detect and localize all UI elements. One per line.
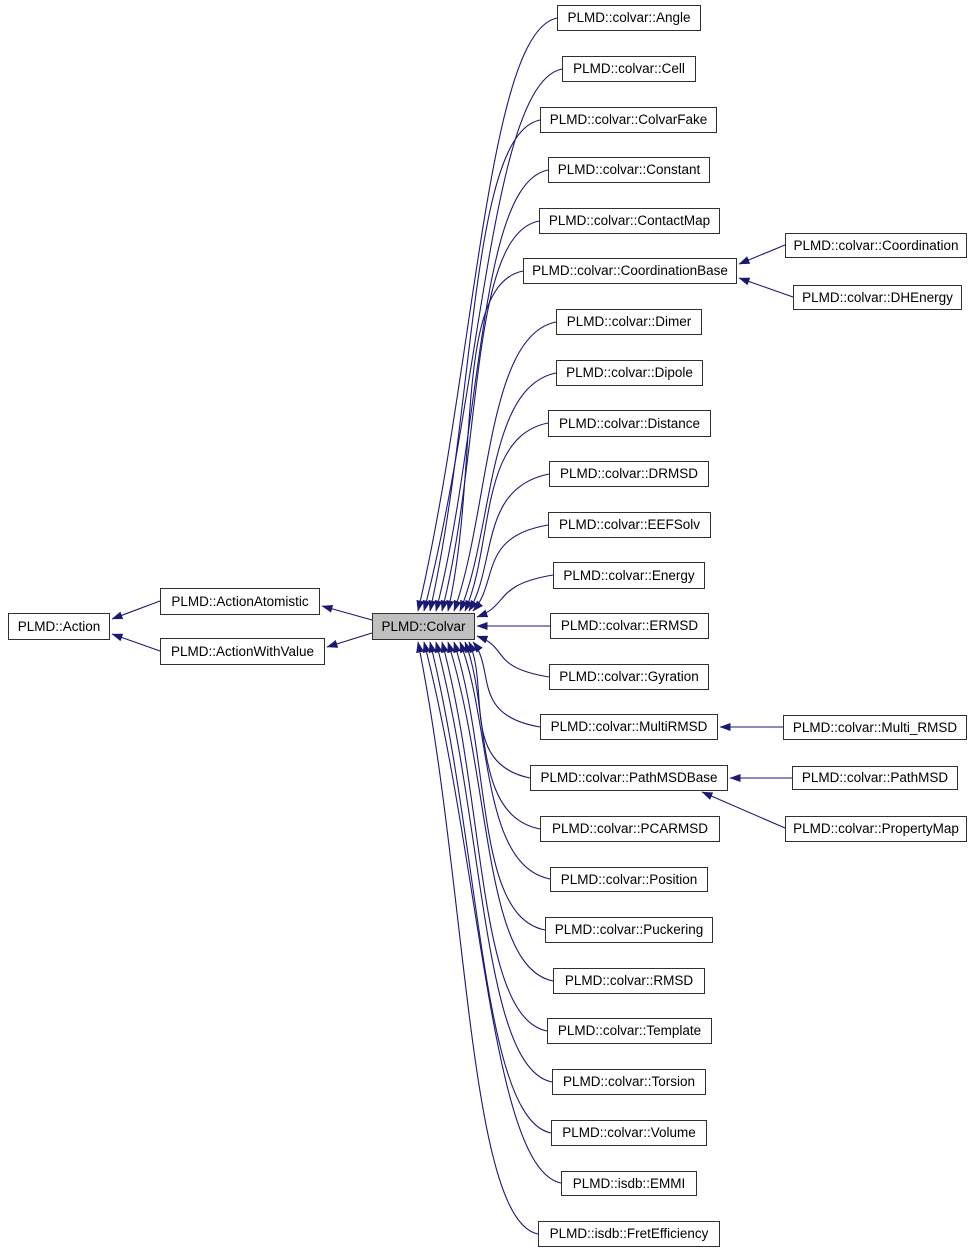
edge-colvarfake-to-colvar (428, 119, 541, 612)
edge-fretefficiency-to-colvar (416, 641, 539, 1235)
edge-actionatomistic-to-action (111, 600, 161, 620)
edge-energy-to-colvar (476, 574, 554, 618)
edge-actionwithvalue-to-action (111, 633, 161, 652)
edge-torsion-to-colvar (434, 641, 553, 1083)
edge-colvar-to-actionatomistic (321, 604, 373, 621)
edge-position-to-colvar (459, 641, 551, 880)
node-energy[interactable]: PLMD::colvar::Energy (553, 562, 705, 589)
node-constant[interactable]: PLMD::colvar::Constant (548, 157, 710, 183)
node-multi-rmsd-base[interactable]: PLMD::colvar::MultiRMSD (540, 714, 718, 740)
node-puckering[interactable]: PLMD::colvar::Puckering (545, 917, 713, 943)
node-pcarmsd[interactable]: PLMD::colvar::PCARMSD (540, 816, 720, 842)
edge-volume-to-colvar (428, 641, 552, 1134)
node-dipole[interactable]: PLMD::colvar::Dipole (556, 360, 703, 386)
edge-angle-to-colvar (416, 17, 558, 612)
edge-drmsd-to-colvar (468, 473, 550, 612)
node-property-map[interactable]: PLMD::colvar::PropertyMap (785, 816, 967, 842)
edge-colvar-to-actionwithvalue (326, 632, 373, 648)
node-torsion[interactable]: PLMD::colvar::Torsion (552, 1069, 706, 1095)
edge-dimer-to-colvar (453, 321, 557, 612)
node-cell[interactable]: PLMD::colvar::Cell (562, 56, 696, 82)
node-contact-map[interactable]: PLMD::colvar::ContactMap (539, 208, 720, 234)
edge-gyration-to-colvar (476, 635, 550, 678)
node-dimer[interactable]: PLMD::colvar::Dimer (556, 309, 702, 335)
node-fret-efficiency[interactable]: PLMD::isdb::FretEfficiency (538, 1221, 720, 1247)
node-gyration[interactable]: PLMD::colvar::Gyration (549, 664, 709, 690)
edge-template-to-colvar (440, 641, 548, 1032)
edge-distance-to-colvar (464, 422, 549, 612)
edge-rmsd-to-colvar (447, 641, 554, 982)
node-path-msd[interactable]: PLMD::colvar::PathMSD (792, 766, 958, 790)
node-multi-rmsd[interactable]: PLMD::colvar::Multi_RMSD (783, 715, 967, 740)
node-action[interactable]: PLMD::Action (8, 613, 110, 640)
node-path-msd-base[interactable]: PLMD::colvar::PathMSDBase (530, 765, 728, 791)
node-angle[interactable]: PLMD::colvar::Angle (557, 5, 701, 31)
node-coordination[interactable]: PLMD::colvar::Coordination (785, 233, 967, 258)
node-eefsolv[interactable]: PLMD::colvar::EEFSolv (548, 512, 711, 538)
node-ermsd[interactable]: PLMD::colvar::ERMSD (550, 613, 709, 639)
node-volume[interactable]: PLMD::colvar::Volume (551, 1120, 707, 1146)
node-drmsd[interactable]: PLMD::colvar::DRMSD (549, 461, 709, 487)
node-dhenergy[interactable]: PLMD::colvar::DHEnergy (793, 285, 962, 310)
node-colvar-fake[interactable]: PLMD::colvar::ColvarFake (540, 107, 717, 133)
edge-cell-to-colvar (422, 68, 563, 612)
node-template[interactable]: PLMD::colvar::Template (547, 1018, 712, 1044)
edge-constant-to-colvar (434, 169, 549, 612)
edge-pathmsdbase-to-colvar (468, 641, 531, 779)
node-colvar[interactable]: PLMD::Colvar (372, 613, 475, 640)
node-action-atomistic[interactable]: PLMD::ActionAtomistic (160, 588, 320, 615)
edge-multirmsd-to-colvar (472, 641, 541, 728)
node-coordination-base[interactable]: PLMD::colvar::CoordinationBase (523, 258, 737, 284)
edge-coordination-to-coordinationbase (738, 244, 786, 265)
node-emmi[interactable]: PLMD::isdb::EMMI (561, 1171, 697, 1196)
node-rmsd[interactable]: PLMD::colvar::RMSD (553, 968, 705, 994)
node-action-with-value[interactable]: PLMD::ActionWithValue (160, 638, 325, 665)
edge-eefsolv-to-colvar (472, 524, 549, 612)
node-position[interactable]: PLMD::colvar::Position (550, 867, 708, 892)
edge-dipole-to-colvar (459, 372, 557, 612)
edge-pcarmsd-to-colvar (464, 641, 541, 830)
edge-coordinationbase-to-colvar (446, 270, 524, 612)
edge-dhenergy-to-coordinationbase (738, 277, 794, 298)
node-distance[interactable]: PLMD::colvar::Distance (548, 410, 711, 437)
